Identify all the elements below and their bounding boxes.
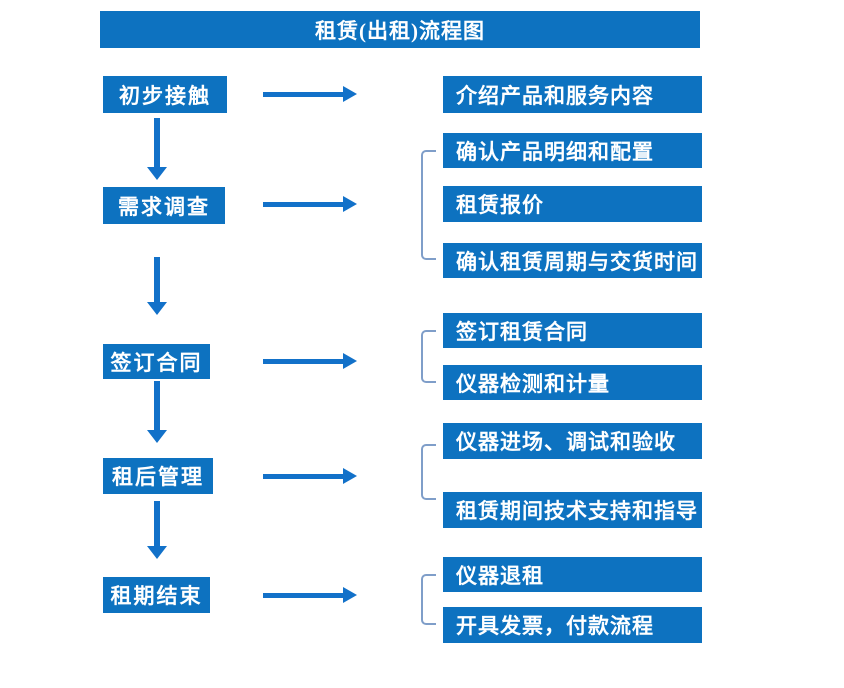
stage-rental-end: 租期结束	[103, 577, 210, 613]
arrow-shaft	[154, 501, 160, 546]
arrow-down-4	[147, 501, 167, 559]
arrow-head-icon	[147, 167, 167, 180]
bracket-post-rental-group	[421, 444, 436, 500]
bracket-rental-end-group	[421, 574, 436, 625]
stage-initial-contact: 初步接触	[103, 76, 227, 113]
bracket-sign-contract-group	[421, 330, 436, 383]
detail-instrument-entry-acceptance: 仪器进场、调试和验收	[443, 423, 702, 459]
detail-introduce-products: 介绍产品和服务内容	[443, 76, 702, 113]
arrow-shaft	[263, 92, 344, 97]
arrow-shaft	[154, 118, 160, 167]
arrow-head-icon	[147, 546, 167, 559]
arrow-head-icon	[343, 86, 357, 102]
detail-confirm-rental-period: 确认租赁周期与交货时间	[443, 243, 702, 278]
detail-confirm-product-details: 确认产品明细和配置	[443, 133, 702, 168]
arrow-shaft	[154, 257, 160, 302]
detail-invoice-payment: 开具发票，付款流程	[443, 607, 702, 643]
detail-instrument-inspection: 仪器检测和计量	[443, 365, 702, 400]
detail-sign-rental-contract: 签订租赁合同	[443, 313, 702, 348]
arrow-right-post-rental	[263, 468, 357, 485]
arrow-shaft	[263, 359, 344, 364]
arrow-down-3	[147, 381, 167, 443]
arrow-shaft	[154, 381, 160, 430]
stage-sign-contract: 签订合同	[103, 344, 210, 379]
arrow-down-2	[147, 257, 167, 315]
arrow-shaft	[263, 202, 344, 207]
arrow-right-sign-contract	[263, 353, 357, 370]
arrow-head-icon	[147, 430, 167, 443]
arrow-head-icon	[343, 587, 357, 603]
arrow-head-icon	[343, 353, 357, 369]
arrow-head-icon	[343, 196, 357, 212]
bracket-demand-survey-group	[421, 150, 436, 260]
arrow-right-demand-survey	[263, 196, 357, 213]
arrow-shaft	[263, 474, 344, 479]
arrow-down-1	[147, 118, 167, 180]
stage-demand-survey: 需求调查	[103, 187, 225, 224]
arrow-right-initial-contact	[263, 86, 357, 103]
arrow-shaft	[263, 593, 344, 598]
arrow-head-icon	[147, 302, 167, 315]
detail-rental-quote: 租赁报价	[443, 186, 702, 222]
detail-instrument-return: 仪器退租	[443, 557, 702, 592]
detail-technical-support: 租赁期间技术支持和指导	[443, 492, 702, 528]
arrow-right-rental-end	[263, 587, 357, 604]
stage-post-rental-management: 租后管理	[103, 458, 213, 494]
arrow-head-icon	[343, 468, 357, 484]
flowchart-title: 租赁(出租)流程图	[315, 18, 485, 43]
flowchart-title-bar: 租赁(出租)流程图	[100, 11, 700, 48]
